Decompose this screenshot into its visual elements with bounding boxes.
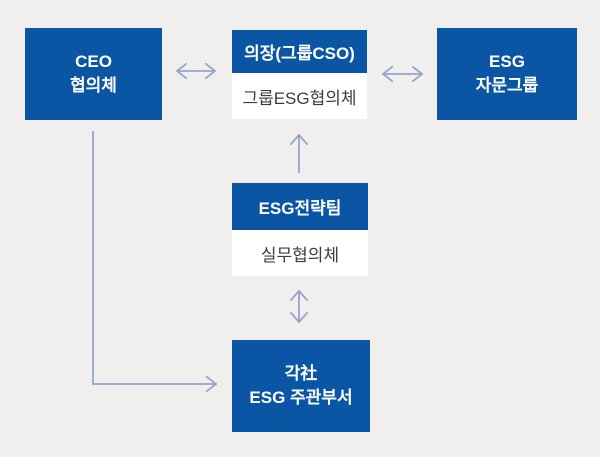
- ceo-council-line1: CEO: [75, 52, 112, 71]
- group-esg-council-box: 의장(그룹CSO) 그룹ESG협의체: [232, 30, 367, 119]
- company-esg-dept-line1: 각社: [284, 364, 318, 383]
- esg-advisory-line2: 자문그룹: [475, 76, 539, 95]
- company-esg-dept-line2: ESG 주관부서: [249, 388, 353, 407]
- ceo-to-dept-elbow-arrow: [92, 131, 218, 393]
- ceo-council-box: CEO 협의체: [25, 28, 162, 120]
- ceo-council-line2: 협의체: [70, 76, 117, 95]
- group-esg-council-name-label: 그룹ESG협의체: [232, 73, 367, 119]
- esg-strategy-team-box: ESG전략팀 실무협의체: [232, 183, 368, 276]
- company-esg-dept-box: 각社 ESG 주관부서: [232, 340, 370, 432]
- esg-advisory-line1: ESG: [489, 52, 525, 71]
- esg-advisory-group-box: ESG 자문그룹: [437, 28, 577, 120]
- strategy-dept-two-way-arrow: [289, 289, 309, 324]
- group-esg-council-chair-label: 의장(그룹CSO): [232, 30, 367, 73]
- esg-strategy-team-label: ESG전략팀: [232, 183, 368, 230]
- ceo-group-two-way-arrow: [175, 62, 217, 80]
- strategy-to-group-up-arrow: [289, 133, 309, 173]
- group-advisory-two-way-arrow: [381, 65, 424, 83]
- working-council-label: 실무협의체: [232, 230, 368, 276]
